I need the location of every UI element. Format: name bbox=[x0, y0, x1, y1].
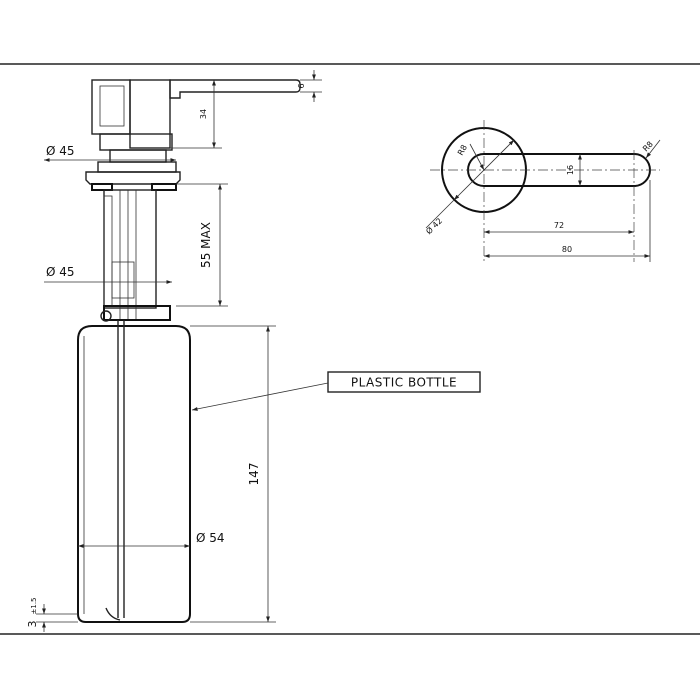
dim-d54-label: Ø 54 bbox=[196, 531, 225, 545]
dim-r8-left-label: R8 bbox=[456, 143, 469, 157]
dim-34-label: 34 bbox=[199, 109, 208, 119]
dim-d45-mid-label: Ø 45 bbox=[46, 265, 75, 279]
flange-ring bbox=[97, 161, 177, 173]
dim-55-max: 55 MAX bbox=[176, 183, 228, 307]
dim-d45-top-label: Ø 45 bbox=[46, 144, 75, 158]
dim-72-label: 72 bbox=[554, 221, 564, 230]
side-view bbox=[77, 79, 301, 623]
pump-head-cavity bbox=[99, 85, 125, 127]
dim-d42-label: Ø 42 bbox=[424, 216, 445, 237]
spout-lever bbox=[169, 79, 301, 99]
dim-3-label: 3 bbox=[26, 621, 39, 628]
dim-6-label: 6 bbox=[297, 83, 306, 88]
dim-34: 34 bbox=[170, 80, 222, 149]
dim-147-label: 147 bbox=[247, 463, 261, 486]
dim-d45-mid: Ø 45 bbox=[44, 265, 172, 284]
dim-d45-top: Ø 45 bbox=[44, 144, 176, 162]
callout-leader bbox=[191, 382, 329, 411]
dim-16-label: 16 bbox=[566, 165, 575, 175]
dim-147: 147 bbox=[190, 325, 276, 623]
dim-d54: Ø 54 bbox=[78, 531, 225, 548]
dim-80-label: 80 bbox=[562, 245, 572, 254]
washer-right bbox=[151, 183, 177, 191]
counter-flange bbox=[85, 171, 181, 185]
dim-3-tolerance: ±1.5 bbox=[30, 598, 38, 615]
callout-box bbox=[327, 371, 481, 393]
pump-body bbox=[129, 79, 171, 149]
shank-hatch-left bbox=[103, 195, 113, 307]
dim-6: 6 bbox=[297, 70, 322, 102]
lock-nut bbox=[103, 305, 171, 321]
dim-55-max-label: 55 MAX bbox=[199, 222, 213, 268]
callout-label: PLASTIC BOTTLE bbox=[351, 376, 457, 390]
inner-tube-part bbox=[111, 261, 135, 299]
top-view: R8 R8 16 Ø 42 72 80 bbox=[424, 120, 661, 262]
callout-plastic-bottle: PLASTIC BOTTLE bbox=[191, 371, 481, 411]
plastic-bottle bbox=[77, 325, 191, 623]
washer-left bbox=[91, 183, 113, 191]
dim-r8-right-label: R8 bbox=[641, 140, 655, 154]
dim-3: 3 ±1.5 bbox=[26, 598, 78, 632]
